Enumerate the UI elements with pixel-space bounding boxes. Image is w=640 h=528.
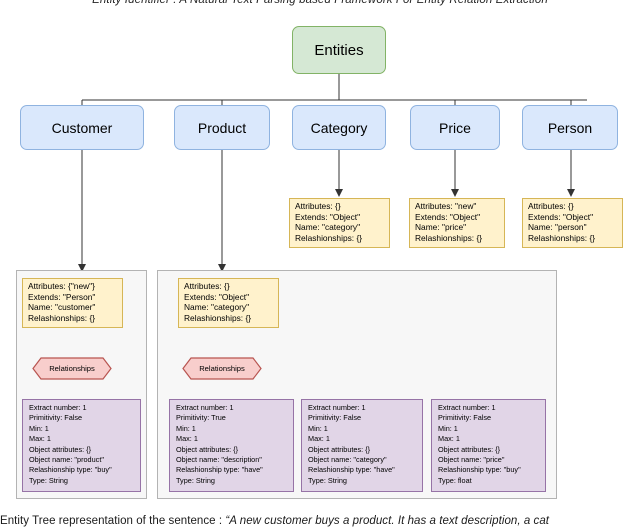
- attr-customer-relashionships: Relashionships: {}: [28, 312, 96, 323]
- detail-object-name: Object name: "price": [438, 455, 505, 465]
- attr-category-attributes: Attributes: {}: [295, 201, 341, 211]
- relationship-detail-price[interactable]: Extract number: 1 Primitivity: False Min…: [431, 399, 546, 492]
- node-entity-customer[interactable]: Customer: [20, 105, 144, 150]
- relationship-detail-category[interactable]: Extract number: 1 Primitivity: False Min…: [301, 399, 423, 492]
- node-relationships-product[interactable]: Relationships: [182, 357, 262, 380]
- node-entity-product[interactable]: Product: [174, 105, 270, 150]
- detail-object-attributes: Object attributes: {}: [438, 444, 501, 454]
- node-relationships-product-label: Relationships: [199, 364, 245, 373]
- detail-object-attributes: Object attributes: {}: [29, 444, 92, 454]
- figure-caption-prefix: Entity Tree representation of the senten…: [0, 515, 226, 527]
- attr-category-relashionships: Relashionships: {}: [295, 232, 363, 243]
- hexagon-shape: [32, 357, 112, 380]
- attr-card-customer[interactable]: Attributes: {"new"} Extends: "Person" Na…: [22, 278, 123, 328]
- detail-relashionship-type: Relashionship type: "buy": [29, 465, 112, 475]
- detail-primitivity: Primitivity: False: [29, 413, 83, 423]
- figure-caption: Entity Tree representation of the senten…: [0, 515, 640, 527]
- detail-extract-number: Extract number: 1: [438, 403, 496, 412]
- attr-person-attributes: Attributes: {}: [528, 201, 574, 211]
- detail-extract-number: Extract number: 1: [176, 403, 234, 412]
- attr-card-product[interactable]: Attributes: {} Extends: "Object" Name: "…: [178, 278, 279, 328]
- detail-type: Type: float: [438, 475, 472, 485]
- attr-customer-name: Name: "customer": [28, 302, 96, 313]
- detail-min: Min: 1: [308, 423, 328, 433]
- node-entity-person-label: Person: [547, 119, 593, 136]
- attr-person-relashionships: Relashionships: {}: [528, 232, 596, 243]
- detail-object-name: Object name: "product": [29, 455, 104, 465]
- relationship-detail-product[interactable]: Extract number: 1 Primitivity: False Min…: [22, 399, 141, 492]
- detail-object-attributes: Object attributes: {}: [176, 444, 239, 454]
- attr-product-attributes: Attributes: {}: [184, 281, 230, 291]
- detail-primitivity: Primitivity: False: [438, 413, 492, 423]
- node-entities-root-label: Entities: [314, 41, 364, 59]
- detail-max: Max: 1: [29, 434, 51, 444]
- figure-caption-sentence: “A new customer buys a product. It has a…: [225, 515, 550, 527]
- detail-max: Max: 1: [308, 434, 330, 444]
- attr-product-relashionships: Relashionships: {}: [184, 312, 252, 323]
- node-relationships-customer[interactable]: Relationships: [32, 357, 112, 380]
- attr-price-name: Name: "price": [415, 222, 467, 233]
- detail-max: Max: 1: [176, 434, 198, 444]
- detail-min: Min: 1: [438, 423, 458, 433]
- detail-type: Type: String: [308, 475, 347, 485]
- detail-relashionship-type: Relashionship type: "have": [308, 465, 395, 475]
- attr-category-name: Name: "category": [295, 222, 361, 233]
- attr-customer-attributes: Attributes: {"new"}: [28, 281, 95, 291]
- detail-primitivity: Primitivity: False: [308, 413, 362, 423]
- attr-product-extends: Extends: "Object": [184, 291, 250, 302]
- attr-category-extends: Extends: "Object": [295, 211, 361, 222]
- node-entity-customer-label: Customer: [51, 119, 113, 136]
- detail-type: Type: String: [29, 475, 68, 485]
- attr-price-relashionships: Relashionships: {}: [415, 232, 483, 243]
- detail-type: Type: String: [176, 475, 215, 485]
- node-entity-price[interactable]: Price: [410, 105, 500, 150]
- attr-card-price[interactable]: Attributes: "new" Extends: "Object" Name…: [409, 198, 505, 248]
- node-entity-category[interactable]: Category: [292, 105, 386, 150]
- node-relationships-customer-label: Relationships: [49, 364, 95, 373]
- attr-card-person[interactable]: Attributes: {} Extends: "Object" Name: "…: [522, 198, 623, 248]
- attr-card-category[interactable]: Attributes: {} Extends: "Object" Name: "…: [289, 198, 390, 248]
- detail-min: Min: 1: [176, 423, 196, 433]
- attr-person-name: Name: "person": [528, 222, 587, 233]
- hexagon-shape: [182, 357, 262, 380]
- detail-max: Max: 1: [438, 434, 460, 444]
- detail-primitivity: Primitivity: True: [176, 413, 226, 423]
- page-header-title: Entity Identifier : A Natural Text Parsi…: [92, 0, 548, 6]
- node-entity-category-label: Category: [310, 119, 368, 136]
- detail-min: Min: 1: [29, 423, 49, 433]
- detail-object-attributes: Object attributes: {}: [308, 444, 371, 454]
- detail-relashionship-type: Relashionship type: "buy": [438, 465, 521, 475]
- detail-relashionship-type: Relashionship type: "have": [176, 465, 263, 475]
- attr-person-extends: Extends: "Object": [528, 211, 594, 222]
- detail-object-name: Object name: "category": [308, 455, 387, 465]
- node-entities-root[interactable]: Entities: [292, 26, 386, 74]
- node-entity-price-label: Price: [439, 119, 471, 136]
- attr-customer-extends: Extends: "Person": [28, 291, 96, 302]
- attr-product-name: Name: "category": [184, 302, 250, 313]
- relationship-detail-description[interactable]: Extract number: 1 Primitivity: True Min:…: [169, 399, 294, 492]
- detail-extract-number: Extract number: 1: [308, 403, 366, 412]
- node-entity-person[interactable]: Person: [522, 105, 618, 150]
- attr-price-attributes: Attributes: "new": [415, 201, 477, 211]
- detail-extract-number: Extract number: 1: [29, 403, 87, 412]
- attr-price-extends: Extends: "Object": [415, 211, 481, 222]
- detail-object-name: Object name: "description": [176, 455, 262, 465]
- node-entity-product-label: Product: [197, 119, 247, 136]
